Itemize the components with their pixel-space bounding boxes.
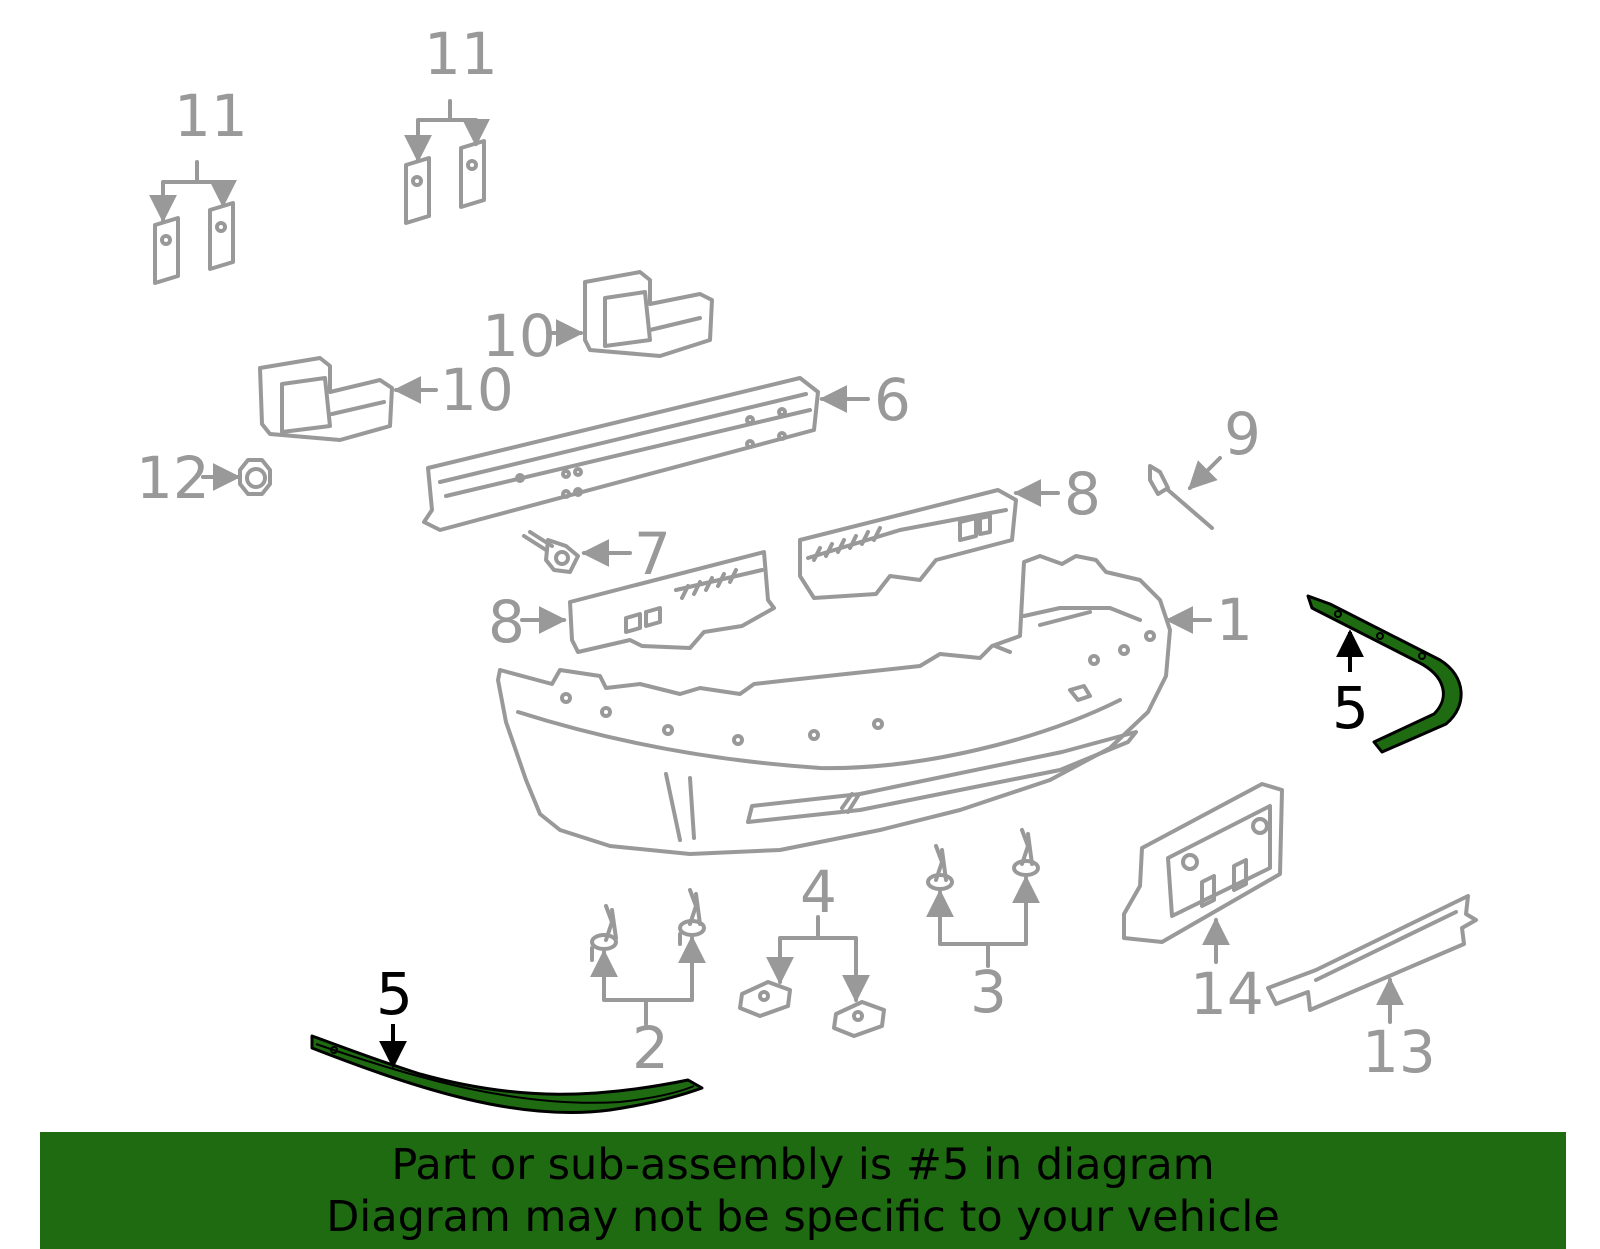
callout-3: 3 — [970, 958, 1007, 1026]
part-14-license-bracket — [1122, 782, 1284, 944]
callout-5-left: 5 — [376, 960, 413, 1028]
info-banner: Part or sub-assembly is #5 in diagram Di… — [40, 1132, 1566, 1249]
banner-line-disclaimer: Diagram may not be specific to your vehi… — [326, 1191, 1280, 1242]
part-8-upper-bracket — [798, 488, 1018, 600]
part-11-left-clips — [153, 201, 235, 285]
part-1-bumper-cover — [496, 554, 1172, 856]
callout-4: 4 — [800, 858, 837, 926]
callout-10-lower: 10 — [440, 356, 514, 424]
part-8-lower-bracket — [568, 550, 776, 654]
callout-6: 6 — [874, 366, 911, 434]
part-10-lower-bracket — [258, 356, 394, 442]
callout-11-left: 11 — [174, 82, 248, 150]
banner-line-part: Part or sub-assembly is #5 in diagram — [391, 1139, 1215, 1190]
callout-10-upper: 10 — [482, 302, 556, 370]
part-6-impact-bar — [422, 376, 820, 532]
callout-14: 14 — [1190, 960, 1264, 1028]
callout-2: 2 — [632, 1014, 669, 1082]
callout-7: 7 — [634, 520, 671, 588]
callout-13: 13 — [1362, 1018, 1436, 1086]
part-4-nuts — [738, 980, 886, 1038]
callout-9: 9 — [1224, 400, 1261, 468]
part-7-bolt — [522, 530, 580, 574]
callout-12: 12 — [136, 444, 210, 512]
part-5-molding-right — [1306, 594, 1463, 754]
part-2-retainers — [590, 888, 706, 962]
callout-8-lower: 8 — [488, 588, 525, 656]
part-5-leaders — [379, 629, 1364, 1069]
leader-lines — [149, 99, 1404, 1026]
part-3-retainers — [926, 828, 1040, 891]
part-13-side-bracket — [1266, 894, 1478, 1012]
part-10-upper-bracket — [583, 270, 714, 358]
callout-5-right: 5 — [1332, 674, 1369, 742]
part-12-nut — [238, 458, 272, 496]
part-9-push-pin — [1148, 464, 1214, 530]
callout-11-right: 11 — [424, 20, 498, 88]
callout-1: 1 — [1216, 586, 1253, 654]
callout-labels: 11 11 10 10 6 12 7 9 8 8 1 4 3 2 14 13 5… — [136, 20, 1436, 1086]
callout-8-upper: 8 — [1064, 460, 1101, 528]
